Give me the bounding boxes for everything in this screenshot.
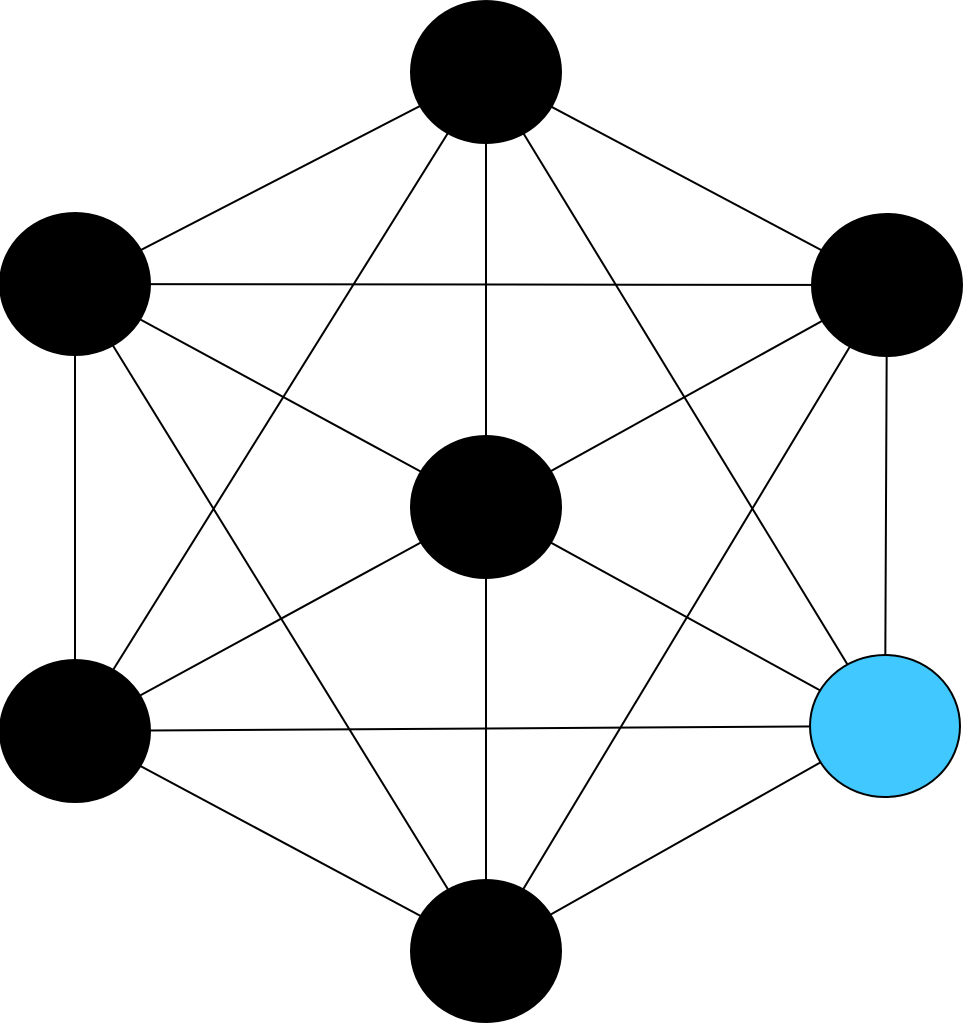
edge-upper-left-to-upper-right — [74, 283, 888, 286]
edge-center-to-lower-right — [485, 506, 886, 727]
node-lower-right — [809, 654, 961, 798]
edges-layer — [74, 71, 888, 952]
edge-top-to-lower-left — [74, 71, 487, 732]
edge-top-to-upper-right — [485, 71, 888, 286]
edge-top-to-lower-right — [485, 71, 886, 727]
node-lower-left — [0, 659, 151, 803]
edge-lower-left-to-bottom — [74, 730, 487, 952]
edge-lower-right-to-bottom — [485, 725, 886, 952]
edge-upper-right-to-center — [485, 284, 888, 508]
edge-center-to-lower-left — [74, 506, 487, 732]
edge-lower-left-to-lower-right — [74, 725, 886, 732]
node-upper-right — [811, 213, 963, 357]
edge-upper-right-to-lower-right — [884, 284, 888, 727]
node-center — [410, 435, 562, 579]
edge-top-to-upper-left — [74, 71, 487, 285]
edge-upper-left-to-bottom — [74, 283, 487, 952]
node-top — [410, 0, 562, 144]
node-upper-left — [0, 212, 151, 356]
node-bottom — [410, 879, 562, 1023]
edge-upper-left-to-center — [74, 283, 487, 508]
